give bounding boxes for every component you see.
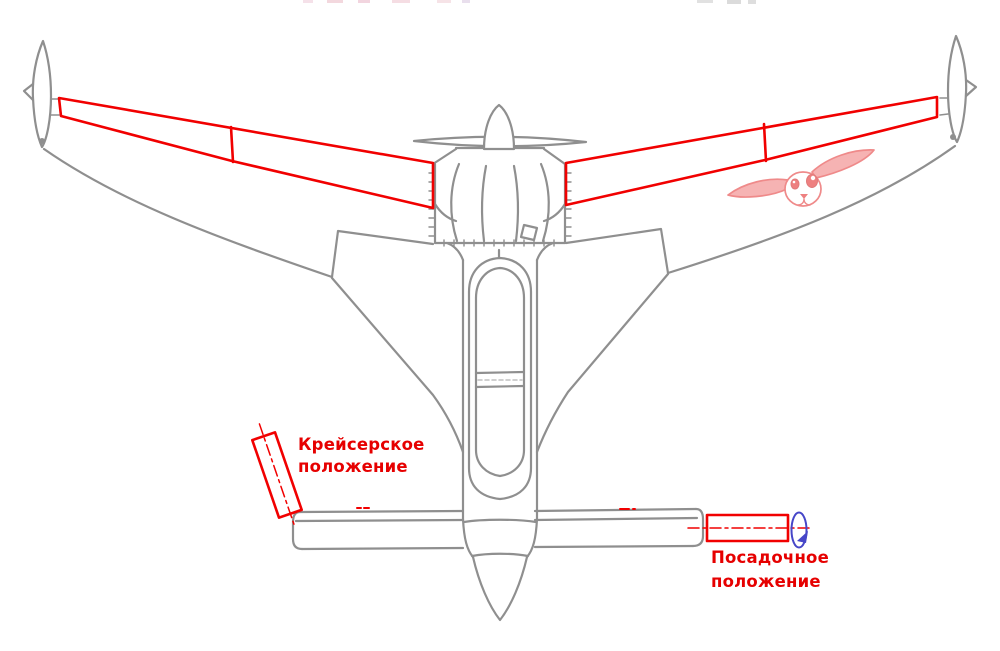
canopy bbox=[467, 248, 533, 501]
fuel-cap bbox=[519, 223, 539, 242]
rabbit-logo bbox=[727, 149, 875, 207]
wing-strakes bbox=[330, 227, 670, 454]
rotation-arrowhead bbox=[797, 531, 808, 543]
right-wing-trailing-edge bbox=[666, 144, 957, 275]
cruise-position-marker bbox=[251, 423, 303, 529]
rabbit-left-ear bbox=[727, 178, 789, 198]
left-winglet-horn bbox=[22, 82, 35, 102]
right-winglet-horn bbox=[964, 78, 978, 98]
engine-cowl bbox=[428, 147, 572, 247]
centerline-remnants bbox=[356, 507, 636, 510]
cruise-position-label-line2: положение bbox=[298, 457, 408, 476]
rabbit-left-eye bbox=[790, 178, 800, 190]
rabbit-mouth bbox=[797, 198, 811, 206]
fuselage bbox=[445, 241, 555, 622]
left-wing-flap-highlight bbox=[57, 96, 435, 210]
annotation-labels: Крейсерское положение Посадочное положен… bbox=[298, 435, 829, 591]
rabbit-nose bbox=[800, 194, 808, 199]
left-winglet bbox=[22, 39, 60, 149]
right-winglet bbox=[939, 34, 978, 144]
landing-position-label-line2: положение bbox=[711, 572, 821, 591]
cropped-text-fragments bbox=[303, 0, 756, 4]
rotation-axis-ellipse-icon bbox=[790, 511, 808, 549]
tail-cone bbox=[471, 555, 529, 622]
left-wing-trailing-edge bbox=[42, 147, 334, 279]
landing-position-label-line1: Посадочное bbox=[711, 548, 829, 567]
right-wing-flap-highlight bbox=[564, 95, 939, 207]
aircraft-drawing bbox=[22, 34, 978, 622]
rabbit-right-ear bbox=[811, 149, 875, 179]
tailplane bbox=[291, 507, 705, 551]
spinner bbox=[482, 103, 516, 151]
cruise-position-label-line1: Крейсерское bbox=[298, 435, 425, 454]
